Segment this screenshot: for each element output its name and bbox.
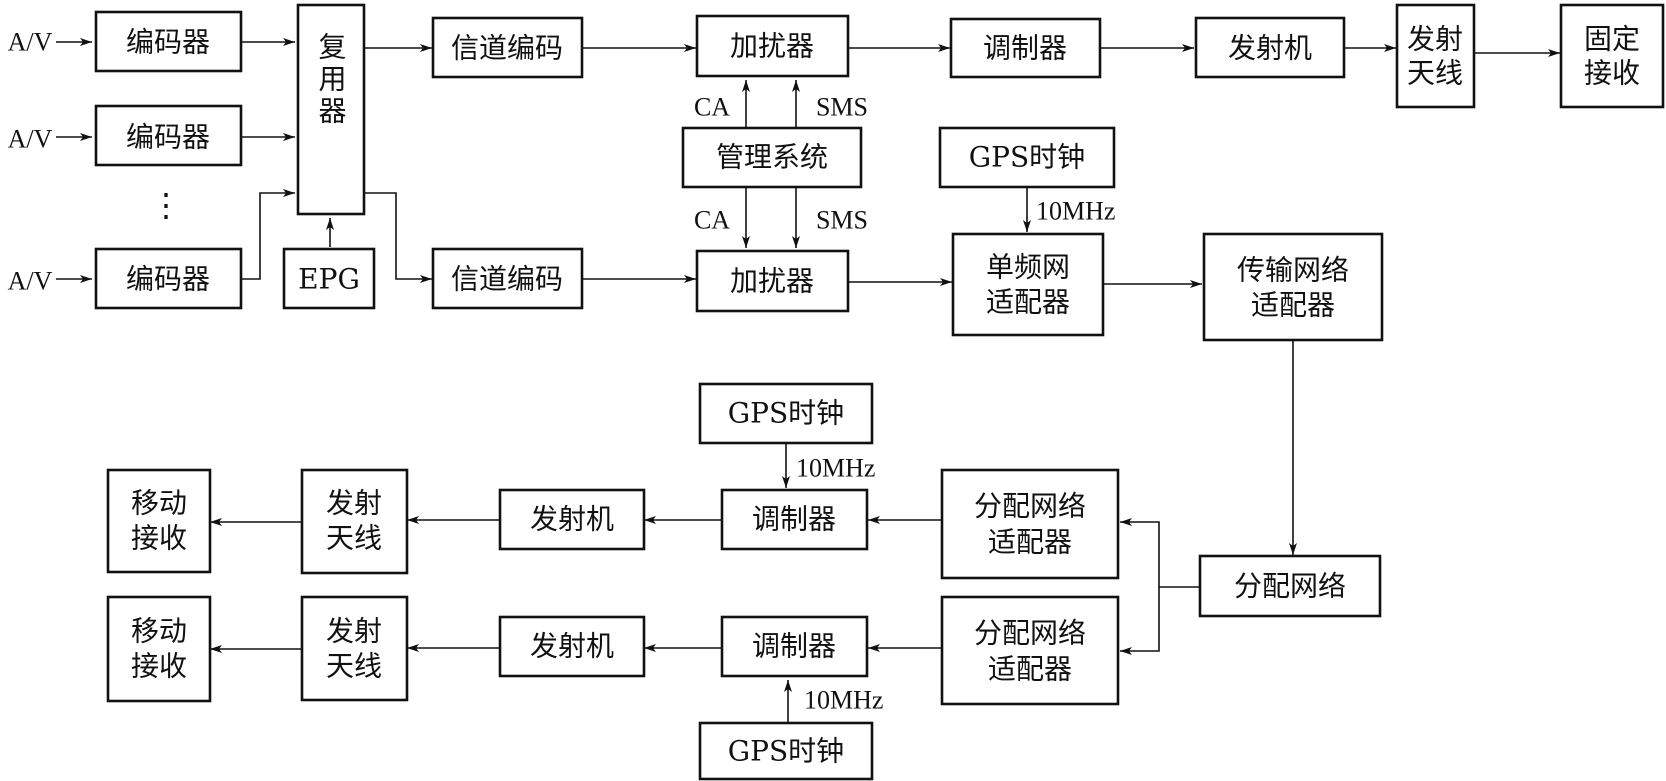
block-transmission-network-adapter: 传输网络 适配器 <box>1202 232 1384 342</box>
label-av-3: A/V <box>8 267 53 296</box>
block-antenna-3-label-1: 发射 <box>326 615 382 648</box>
block-gps-clock-2: GPS时钟 <box>698 382 874 445</box>
block-transmitter-3-label: 发射机 <box>530 630 614 663</box>
label-av-1: A/V <box>8 28 53 57</box>
block-scrambler-1: 加扰器 <box>695 14 850 78</box>
block-modulator-3: 调制器 <box>720 615 869 678</box>
block-gps-clock-2-label: GPS时钟 <box>728 397 844 430</box>
block-gps-clock-1-label: GPS时钟 <box>969 141 1085 174</box>
label-ca-down: CA <box>694 206 730 235</box>
block-gps-clock-3-label: GPS时钟 <box>728 735 844 768</box>
block-mobile-reception-2-label-2: 接收 <box>131 650 187 683</box>
connectors <box>56 38 1560 725</box>
block-scrambler-2: 加扰器 <box>695 249 850 313</box>
block-mobile-reception-1-label-1: 移动 <box>131 487 187 520</box>
block-fixed-reception-label-2: 接收 <box>1584 57 1640 90</box>
block-encoder-1-label: 编码器 <box>126 26 210 59</box>
block-modulator-2-label: 调制器 <box>752 503 836 536</box>
block-mobile-reception-1: 移动 接收 <box>106 468 212 574</box>
block-distribution-network-adapter-2: 分配网络 适配器 <box>940 595 1120 706</box>
block-fixed-reception: 固定 接收 <box>1559 3 1665 109</box>
block-transmission-network-adapter-label-2: 适配器 <box>1251 289 1335 322</box>
block-management-system: 管理系统 <box>681 126 863 189</box>
block-sfn-adapter-label-2: 适配器 <box>986 286 1070 319</box>
block-fixed-reception-label-1: 固定 <box>1584 23 1640 56</box>
block-encoder-3: 编码器 <box>94 247 243 310</box>
block-distribution-network-adapter-1-label-1: 分配网络 <box>974 490 1086 523</box>
wire-dist-dna2 <box>1120 587 1160 655</box>
wire-dist-dna1 <box>1120 518 1200 588</box>
block-encoder-2-label: 编码器 <box>126 121 210 154</box>
block-gps-clock-1: GPS时钟 <box>938 126 1116 189</box>
block-distribution-network-adapter-2-label-1: 分配网络 <box>974 617 1086 650</box>
label-more-inputs: ⋮ <box>150 187 182 223</box>
block-distribution-network: 分配网络 <box>1198 554 1382 618</box>
block-antenna-1-label-2: 天线 <box>1407 57 1463 90</box>
block-channel-encoder-2: 信道编码 <box>431 247 584 310</box>
block-distribution-network-adapter-2-label-2: 适配器 <box>988 653 1072 686</box>
block-antenna-3-label-2: 天线 <box>326 650 382 683</box>
wire-mux-chenc2 <box>364 192 432 283</box>
block-transmitter-1-label: 发射机 <box>1228 32 1312 65</box>
block-scrambler-1-label: 加扰器 <box>730 30 814 63</box>
block-modulator-1-label: 调制器 <box>983 32 1067 65</box>
label-sms-up: SMS <box>816 93 868 122</box>
block-antenna-3: 发射 天线 <box>300 595 409 702</box>
block-distribution-network-adapter-1: 分配网络 适配器 <box>940 468 1120 580</box>
block-transmitter-3: 发射机 <box>498 615 646 678</box>
block-gps-clock-3: GPS时钟 <box>698 721 874 781</box>
label-av-2: A/V <box>8 125 53 154</box>
block-antenna-2-label-1: 发射 <box>326 487 382 520</box>
block-epg-label: EPG <box>298 263 360 296</box>
labels: A/V A/V A/V ⋮ CA SMS CA SMS 10MHz 10MHz … <box>8 28 1116 715</box>
block-distribution-network-label: 分配网络 <box>1234 570 1346 603</box>
block-channel-encoder-2-label: 信道编码 <box>451 263 563 296</box>
label-10mhz-1: 10MHz <box>1036 197 1115 226</box>
block-antenna-1: 发射 天线 <box>1395 3 1476 109</box>
blocks: 编码器 编码器 编码器 复用器 EPG 信道编码 信道编码 <box>94 3 1665 781</box>
label-10mhz-2: 10MHz <box>796 454 875 483</box>
block-encoder-3-label: 编码器 <box>126 263 210 296</box>
block-transmission-network-adapter-label-1: 传输网络 <box>1237 254 1349 287</box>
block-mobile-reception-1-label-2: 接收 <box>131 522 187 555</box>
block-modulator-1: 调制器 <box>949 17 1102 79</box>
block-multiplexer: 复用器 <box>296 3 366 216</box>
block-epg: EPG <box>282 247 376 310</box>
label-ca-up: CA <box>694 93 730 122</box>
block-sfn-adapter: 单频网 适配器 <box>951 232 1105 337</box>
block-transmitter-2: 发射机 <box>498 488 646 551</box>
block-transmitter-1: 发射机 <box>1194 16 1346 79</box>
block-channel-encoder-1: 信道编码 <box>431 16 584 79</box>
block-antenna-1-label-1: 发射 <box>1407 23 1463 56</box>
block-modulator-3-label: 调制器 <box>752 630 836 663</box>
block-channel-encoder-1-label: 信道编码 <box>451 32 563 65</box>
block-scrambler-2-label: 加扰器 <box>730 265 814 298</box>
block-antenna-2-label-2: 天线 <box>326 522 382 555</box>
block-multiplexer-label: 复用器 <box>315 32 348 128</box>
block-management-system-label: 管理系统 <box>716 141 828 174</box>
block-mobile-reception-2-label-1: 移动 <box>131 615 187 648</box>
block-antenna-2: 发射 天线 <box>300 468 409 575</box>
wire-enc3-mux <box>241 189 295 280</box>
block-transmitter-2-label: 发射机 <box>530 503 614 536</box>
block-encoder-2: 编码器 <box>94 104 243 167</box>
block-encoder-1: 编码器 <box>94 10 243 73</box>
label-10mhz-3: 10MHz <box>804 686 883 715</box>
block-modulator-2: 调制器 <box>720 488 869 551</box>
block-mobile-reception-2: 移动 接收 <box>106 595 212 703</box>
block-distribution-network-adapter-1-label-2: 适配器 <box>988 526 1072 559</box>
block-sfn-adapter-label-1: 单频网 <box>986 251 1070 284</box>
label-sms-down: SMS <box>816 206 868 235</box>
